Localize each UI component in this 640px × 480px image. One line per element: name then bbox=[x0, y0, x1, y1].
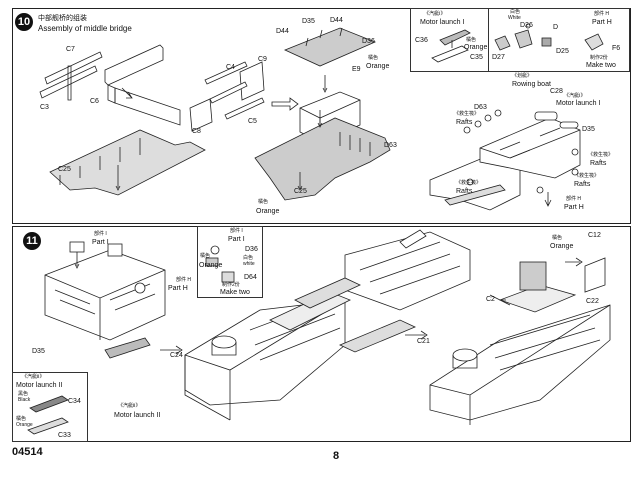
inset-black-en: Black bbox=[18, 397, 31, 403]
inset-d26-label: D26 bbox=[520, 22, 533, 29]
part-h-cn-11: 部件 H bbox=[176, 277, 192, 283]
part-c9-label: C9 bbox=[258, 56, 267, 63]
rafts-3-cn: 《救生筏》 bbox=[574, 173, 600, 179]
inset-launch-cn: 《汽艇Ⅰ》 bbox=[424, 11, 446, 17]
part-h-right-en: Part H bbox=[564, 204, 584, 211]
motor-launch-right-en: Motor launch I bbox=[556, 100, 601, 107]
part-c12-label: C12 bbox=[588, 232, 601, 239]
rafts-4-cn: 《救生筏》 bbox=[456, 180, 482, 186]
part-h-en-11: Part H bbox=[168, 285, 188, 292]
orange-cn-top: 橘色 bbox=[368, 55, 379, 61]
inset-d25-label: D25 bbox=[556, 48, 569, 55]
part-d63-label: D63 bbox=[384, 142, 397, 149]
inset-orange-en-l2: Orange bbox=[16, 422, 33, 428]
inset-c35-label: C35 bbox=[470, 54, 483, 61]
inset-make-cn: 制作2份 bbox=[590, 55, 608, 61]
inset-orange-en: Orange bbox=[199, 262, 223, 269]
step-11-badge: 11 bbox=[23, 232, 41, 250]
inset-d-label: D bbox=[553, 24, 559, 31]
kit-number: 04514 bbox=[12, 446, 43, 458]
inset-white-en-11: white bbox=[243, 261, 255, 267]
step-10-badge: 10 bbox=[15, 13, 33, 31]
motor-launch-2-cn: 《汽艇Ⅱ》 bbox=[118, 403, 141, 409]
part-c21-label: C21 bbox=[417, 338, 430, 345]
part-d35-label: D35 bbox=[302, 18, 315, 25]
rafts-1-cn: 《救生筏》 bbox=[454, 111, 480, 117]
inset-white-en: White bbox=[508, 15, 521, 21]
inset-part-h bbox=[488, 8, 630, 72]
inset-launch-en: Motor launch I bbox=[420, 19, 465, 26]
part-d36-label: D36 bbox=[362, 38, 375, 45]
part-d44-label-b: D44 bbox=[276, 28, 289, 35]
orange-cn-11: 橘色 bbox=[552, 235, 563, 241]
part-c6-label: C6 bbox=[90, 98, 99, 105]
part-d35-label-11: D35 bbox=[32, 348, 45, 355]
inset-launch2-en: Motor launch II bbox=[16, 382, 63, 389]
orange-en-bottom: Orange bbox=[256, 208, 280, 215]
inset-c33-label: C33 bbox=[58, 432, 71, 439]
part-c22-label: C22 bbox=[586, 298, 599, 305]
rowing-boat-cn: 《划艇》 bbox=[512, 73, 533, 79]
inset-parth-cn: 部件 H bbox=[594, 11, 610, 17]
part-h-right-cn: 部件 H bbox=[566, 196, 582, 202]
step-10-title-cn: 中部舰桥的组装 bbox=[38, 15, 87, 22]
motor-launch-2-en: Motor launch II bbox=[114, 412, 161, 419]
inset-make-en: Make two bbox=[586, 62, 616, 69]
part-c25-label-center: C25 bbox=[294, 188, 307, 195]
rafts-4-en: Rafts bbox=[456, 188, 473, 195]
inset-parth-en: Part H bbox=[592, 19, 612, 26]
part-c24-label: C24 bbox=[170, 352, 183, 359]
part-d63-label-right: D63 bbox=[474, 104, 487, 111]
inset-launch2-cn: 《汽艇Ⅱ》 bbox=[22, 374, 45, 380]
inset-d36-label: D36 bbox=[245, 246, 258, 253]
part-d44-label-a: D44 bbox=[330, 17, 343, 24]
inset-white-cn: 白色 bbox=[510, 9, 521, 15]
part-e9-label: E9 bbox=[352, 66, 361, 73]
rafts-2-cn: 《救生筏》 bbox=[588, 152, 614, 158]
step-10-title-en: Assembly of middle bridge bbox=[38, 24, 132, 33]
inset-c36-label: C36 bbox=[415, 37, 428, 44]
part-i-en: Part I bbox=[92, 239, 109, 246]
inset-make-two-cn: 制作2份 bbox=[222, 282, 240, 288]
part-c5-label: C5 bbox=[248, 118, 257, 125]
part-c4-label: C4 bbox=[226, 64, 235, 71]
inset-orange-cn-l2: 橘色 bbox=[16, 416, 27, 422]
part-c3-label: C3 bbox=[40, 104, 49, 111]
rafts-1-en: Rafts bbox=[456, 119, 473, 126]
inset-orange-cn: 橘色 bbox=[200, 253, 211, 259]
orange-en-top: Orange bbox=[366, 63, 390, 70]
inset-f6-label: F6 bbox=[612, 45, 621, 52]
inset-part-i-cn: 部件 I bbox=[230, 228, 243, 234]
part-d35-label-right: D35 bbox=[582, 126, 595, 133]
inset-d27-label: D27 bbox=[492, 54, 505, 61]
part-c28-label: C28 bbox=[550, 88, 563, 95]
part-c7-label: C7 bbox=[66, 46, 75, 53]
part-c8-label: C8 bbox=[192, 128, 201, 135]
inset-launch-orange-cn: 橘色 bbox=[466, 37, 477, 43]
inset-d64-label: D64 bbox=[244, 274, 257, 281]
rafts-3-en: Rafts bbox=[574, 181, 591, 188]
inset-black-cn: 黑色 bbox=[18, 391, 29, 397]
motor-launch-right-cn: 《汽艇Ⅰ》 bbox=[564, 93, 586, 99]
orange-en-11: Orange bbox=[550, 243, 574, 250]
orange-cn-bottom: 橘色 bbox=[258, 199, 269, 205]
part-c25-label-left: C25 bbox=[58, 166, 71, 173]
part-i-cn: 部件 I bbox=[94, 231, 107, 237]
inset-white-cn-11: 白色 bbox=[243, 255, 254, 261]
inset-part-i-en: Part I bbox=[228, 236, 245, 243]
inset-launch-orange-en: Orange bbox=[464, 44, 488, 51]
inset-make-two-en: Make two bbox=[220, 289, 250, 296]
part-c2-label: C2 bbox=[486, 296, 495, 303]
rafts-2-en: Rafts bbox=[590, 160, 607, 167]
inset-c34-label: C34 bbox=[68, 398, 81, 405]
page-number: 8 bbox=[333, 450, 340, 462]
rowing-boat-en: Rowing boat bbox=[512, 81, 551, 88]
